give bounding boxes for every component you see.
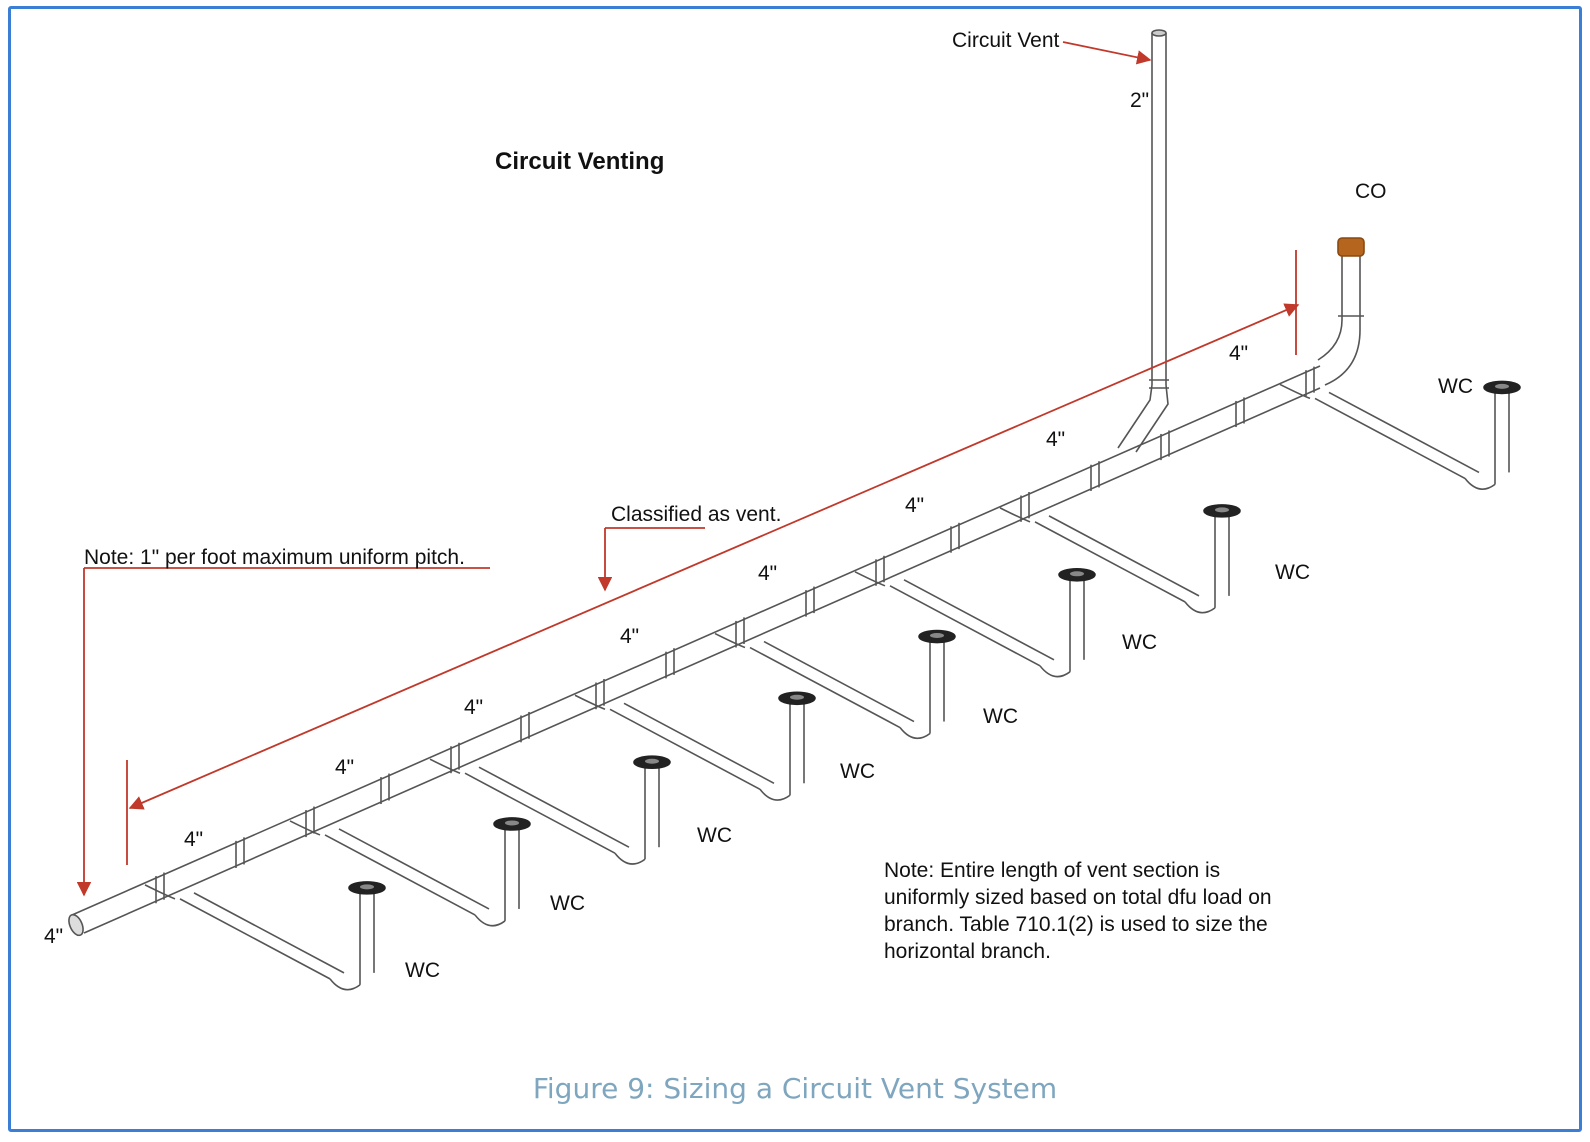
wye-fitting bbox=[854, 571, 886, 587]
branch-pipe bbox=[749, 646, 901, 729]
closet-flange-opening bbox=[360, 884, 374, 890]
fixture-label-wc: WC bbox=[550, 892, 585, 915]
vent-size-label: 2" bbox=[1130, 89, 1150, 112]
closet-elbow bbox=[899, 727, 931, 740]
branch-pipe bbox=[903, 579, 1055, 661]
fixture-label-wc: WC bbox=[983, 705, 1018, 728]
closet-elbow bbox=[759, 788, 791, 801]
branch-pipe bbox=[889, 585, 1041, 667]
wc-branch bbox=[429, 755, 671, 865]
wye-fitting bbox=[289, 820, 321, 836]
closet-elbow bbox=[1464, 477, 1496, 490]
branch-pipe bbox=[1328, 391, 1480, 474]
pipe-size-label: 4" bbox=[464, 696, 484, 719]
branch-pipe bbox=[1034, 521, 1186, 603]
fixture-label-wc: WC bbox=[1275, 561, 1310, 584]
closet-elbow bbox=[1184, 601, 1216, 614]
closet-flange-opening bbox=[930, 633, 944, 639]
sizing-note: Note: Entire length of vent section is u… bbox=[884, 859, 1272, 963]
wye-fitting bbox=[429, 758, 461, 774]
figure-caption: Figure 9: Sizing a Circuit Vent System bbox=[532, 1072, 1058, 1105]
fixture-label-wc: WC bbox=[405, 959, 440, 982]
wc-branch bbox=[1279, 380, 1521, 490]
fixture-label-wc: WC bbox=[1122, 631, 1157, 654]
closet-flange-opening bbox=[1215, 507, 1229, 513]
fixture-label-wc: WC bbox=[697, 824, 732, 847]
branch-pipe bbox=[179, 898, 331, 980]
branch-pipe bbox=[464, 772, 616, 854]
branch-pipe bbox=[623, 702, 775, 784]
wc-branch bbox=[714, 629, 956, 740]
branch-pipe bbox=[1048, 515, 1200, 597]
dimension-arrows bbox=[76, 41, 1300, 897]
wc-branch bbox=[999, 504, 1241, 614]
classified-vent-label: Classified as vent. bbox=[611, 503, 782, 526]
branch-pipe bbox=[193, 892, 345, 974]
closet-flange-opening bbox=[1495, 383, 1509, 389]
branch-pipe bbox=[763, 640, 915, 723]
closet-elbow bbox=[474, 914, 506, 927]
closet-flange-opening bbox=[1070, 571, 1084, 577]
cleanout-label: CO bbox=[1355, 180, 1387, 203]
wye-fitting bbox=[714, 632, 746, 649]
branch-pipe bbox=[609, 708, 761, 790]
diagram-title: Circuit Venting bbox=[495, 148, 665, 175]
cleanout-riser bbox=[1317, 237, 1365, 386]
cleanout-cap bbox=[1337, 237, 1365, 257]
wye-fitting bbox=[574, 694, 606, 711]
wye-fitting bbox=[144, 884, 176, 900]
closet-flange-opening bbox=[505, 820, 519, 826]
fixture-label-wc: WC bbox=[840, 760, 875, 783]
closet-flange-opening bbox=[645, 758, 659, 764]
pitch-note-label: Note: 1" per foot maximum uniform pitch. bbox=[84, 546, 465, 569]
closet-elbow bbox=[1039, 665, 1071, 678]
fixture-branches bbox=[144, 380, 1521, 991]
pipe-size-label: 4" bbox=[1046, 428, 1066, 451]
wc-branch bbox=[289, 817, 531, 927]
fixture-label-wc: WC bbox=[1438, 375, 1473, 398]
pipe-size-label: 4" bbox=[335, 756, 355, 779]
pipe-size-label: 4" bbox=[184, 828, 204, 851]
wc-branch bbox=[574, 691, 816, 801]
end-size-label: 4" bbox=[44, 925, 64, 948]
circuit-vent-label: Circuit Vent bbox=[952, 29, 1060, 52]
wye-fitting bbox=[999, 507, 1031, 523]
branch-pipe bbox=[1314, 397, 1466, 480]
pipe-size-label: 4" bbox=[1229, 342, 1249, 365]
wc-branch bbox=[144, 881, 386, 991]
branch-pipe bbox=[338, 828, 490, 910]
wc-branch bbox=[854, 568, 1096, 678]
pipe-size-label: 4" bbox=[620, 625, 640, 648]
pipe-size-label: 4" bbox=[758, 562, 778, 585]
closet-elbow bbox=[614, 852, 646, 865]
pipe-size-label: 4" bbox=[905, 494, 925, 517]
branch-pipe bbox=[324, 834, 476, 916]
branch-pipe bbox=[478, 766, 630, 848]
closet-elbow bbox=[329, 978, 361, 991]
closet-flange-opening bbox=[790, 694, 804, 700]
